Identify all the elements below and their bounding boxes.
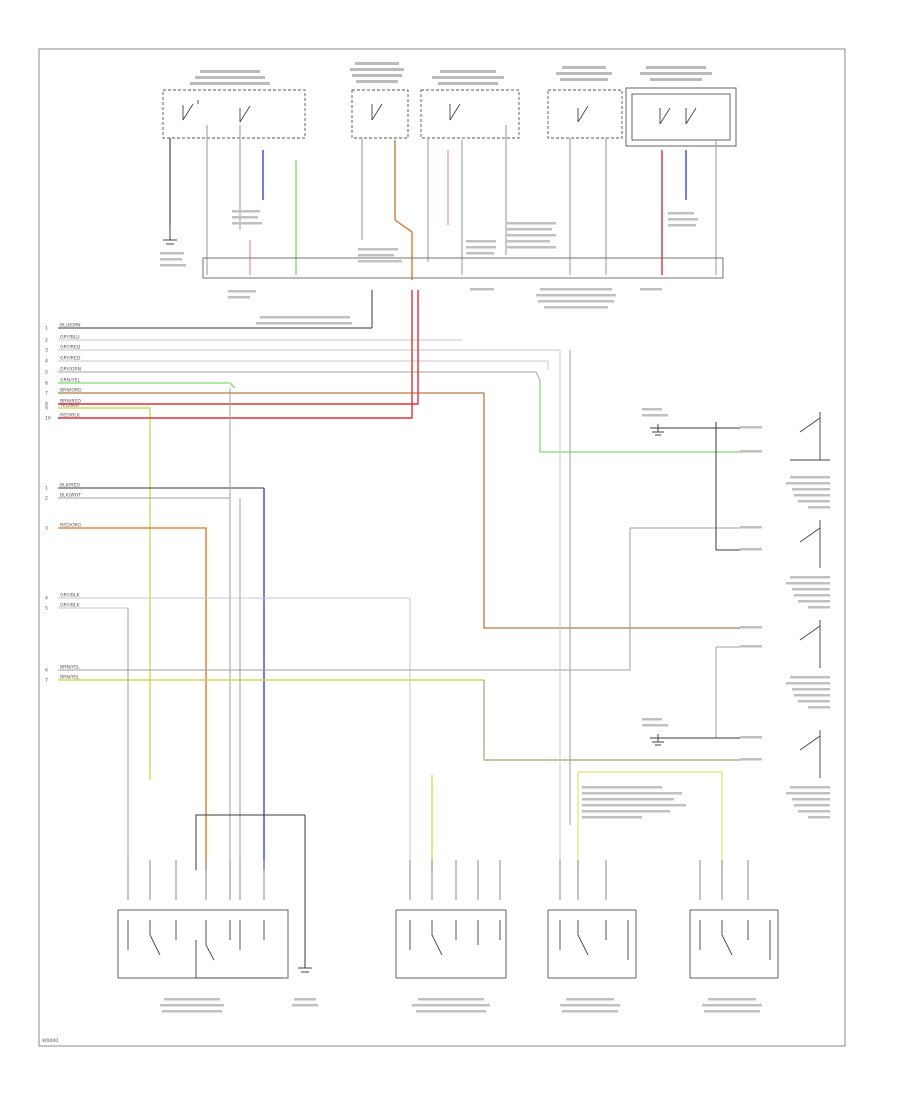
bus-pin-number: 1	[45, 326, 48, 332]
bottom-title-marks	[160, 998, 762, 1013]
top-module-1	[162, 89, 306, 139]
passenger-door-switch-box	[395, 909, 507, 979]
top-module-4	[547, 89, 623, 139]
top-module-5-inner	[631, 93, 731, 141]
bus-pin-number: 5	[45, 370, 48, 376]
left-bus-labels: 1BLU/GRN2GRY/BLU3GRY/RED4GRY/RED5GRY/GRN…	[45, 323, 82, 684]
bus-wire-label: RED/ORG	[60, 523, 82, 529]
top-vertical-wires	[169, 125, 717, 280]
bus-wire-label: BLU/GRN	[60, 323, 81, 329]
bus-wire-label: BRN/ORG	[60, 388, 82, 394]
bus-pin-number: 7	[45, 391, 48, 397]
right-side-text-marks	[582, 408, 830, 819]
bus-wire-label: GRY/RED	[60, 345, 81, 351]
bus-pin-number: 4	[45, 359, 48, 365]
bus-wire-label: GRY/GRN	[60, 367, 81, 373]
corner-code: W0000	[42, 1038, 58, 1044]
bus-wire-label: BRN/YEL	[60, 675, 80, 681]
top-module-5	[625, 87, 737, 147]
bus-wire-label: BLK/RED	[60, 483, 80, 489]
bus-wire-label: BLK/WHT	[60, 493, 81, 499]
bus-wire-label: GRY/BLK	[60, 593, 81, 599]
bus-wire-label: BRN/YEL	[60, 665, 80, 671]
bus-pin-number: 2	[45, 338, 48, 344]
top-module-switches	[182, 100, 697, 125]
bus-wires	[58, 290, 760, 968]
driver-door-switch-box	[117, 909, 289, 979]
bus-wire-label: GRY/RED	[60, 356, 81, 362]
bus-wire-label: GRY/BLK	[60, 603, 81, 609]
bus-pin-number: 6	[45, 668, 48, 674]
top-modules	[160, 62, 737, 325]
bus-wire-label: BRN/RED	[60, 399, 81, 405]
top-module-3	[420, 89, 520, 139]
bus-wire-label: YEL/BLK	[59, 403, 80, 409]
top-left-ground-marks	[163, 225, 177, 245]
right-side-ground-bottom	[652, 734, 664, 746]
bus-pin-number: 1	[45, 486, 48, 492]
top-module-title-marks	[190, 62, 712, 85]
bus-pin-number: 7	[45, 678, 48, 684]
driver-switch-contacts	[127, 920, 282, 979]
top-module-2	[351, 89, 409, 139]
bottom-switch-assemblies	[117, 860, 779, 1013]
right-side-ground-top	[652, 424, 664, 436]
bus-pin-number: 6	[45, 381, 48, 387]
bus-pin-number: 10	[45, 416, 51, 422]
passenger-switch-contacts	[409, 920, 501, 956]
left-rear-switch-box	[689, 909, 779, 979]
bus-wire-label: RED/BLK	[60, 413, 81, 419]
bus-wire-label: GRY/BLU	[60, 335, 80, 341]
right-side-switches	[790, 412, 830, 778]
bus-pin-number: 3	[45, 526, 48, 532]
right-rear-switch-contacts	[559, 920, 629, 960]
bus-pin-number: 5	[45, 606, 48, 612]
bus-wire-label: GRN/YEL	[60, 378, 80, 384]
bottom-ground-symbol	[298, 967, 312, 973]
right-rear-switch-box	[547, 909, 637, 979]
diagram-frame	[38, 48, 846, 1047]
bus-pin-number: 4	[45, 596, 48, 602]
bus-pin-number: 2	[45, 496, 48, 502]
bus-pin-number: 8	[45, 402, 48, 408]
bottom-connector-ticks	[127, 860, 749, 900]
top-connector-strip	[202, 257, 724, 279]
bus-pin-number: 3	[45, 348, 48, 354]
left-rear-switch-contacts	[699, 920, 771, 960]
bus-pin-number: 9	[45, 406, 48, 412]
top-small-text-marks	[160, 210, 698, 325]
